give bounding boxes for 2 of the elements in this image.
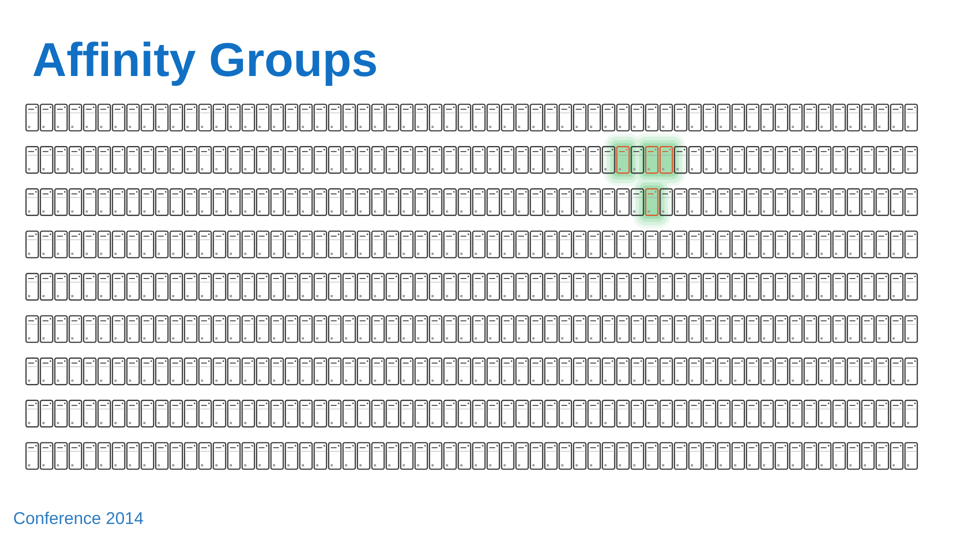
slide-title: Affinity Groups bbox=[33, 42, 376, 86]
footer-text: Conference 2014 bbox=[14, 512, 144, 524]
